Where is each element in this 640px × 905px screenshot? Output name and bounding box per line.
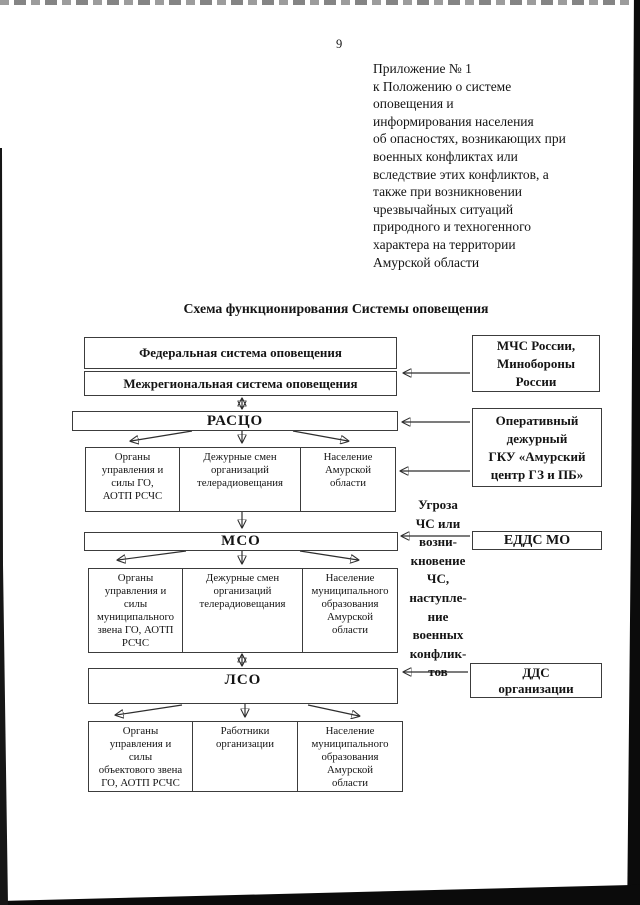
rasco-box: РАСЦО bbox=[72, 411, 398, 431]
dds-box: ДДС организации bbox=[470, 663, 602, 698]
interregional-system-box: Межрегиональная система оповещения bbox=[84, 371, 397, 396]
appendix-header: Приложение № 1 к Положению о системе опо… bbox=[373, 61, 566, 270]
row1-broadcast-box: Дежурные смен организаций телерадиовещан… bbox=[179, 447, 301, 512]
federal-system-box: Федеральная система оповещения bbox=[84, 337, 397, 369]
page-number: 9 bbox=[336, 37, 343, 51]
edds-box: ЕДДС МО bbox=[472, 531, 602, 550]
scan-top-edge-artifact bbox=[0, 0, 640, 5]
operative-duty-box: Оперативный дежурный ГКУ «Амурский центр… bbox=[472, 408, 602, 487]
mso-box: МСО bbox=[84, 532, 398, 551]
row2-broadcast-box: Дежурные смен организаций телерадиовещан… bbox=[182, 568, 303, 653]
threat-note: Угроза ЧС или возни- кновение ЧС, наступ… bbox=[409, 497, 467, 680]
row2-organs-box: Органы управления и силы муниципального … bbox=[88, 568, 183, 653]
row3-workers-box: Работники организации bbox=[192, 721, 298, 792]
row2-population-box: Население муниципального образования Аму… bbox=[302, 568, 398, 653]
row3-organs-box: Органы управления и силы объектового зве… bbox=[88, 721, 193, 792]
diagram-title: Схема функционирования Системы оповещени… bbox=[183, 301, 489, 316]
mchs-box: МЧС России, Минобороны России bbox=[472, 335, 600, 392]
lso-box: ЛСО bbox=[88, 668, 398, 704]
row1-organs-box: Органы управления и силы ГО, АОТП РСЧС bbox=[85, 447, 180, 512]
row3-population-box: Население муниципального образования Аму… bbox=[297, 721, 403, 792]
row1-population-box: Население Амурской области bbox=[300, 447, 396, 512]
